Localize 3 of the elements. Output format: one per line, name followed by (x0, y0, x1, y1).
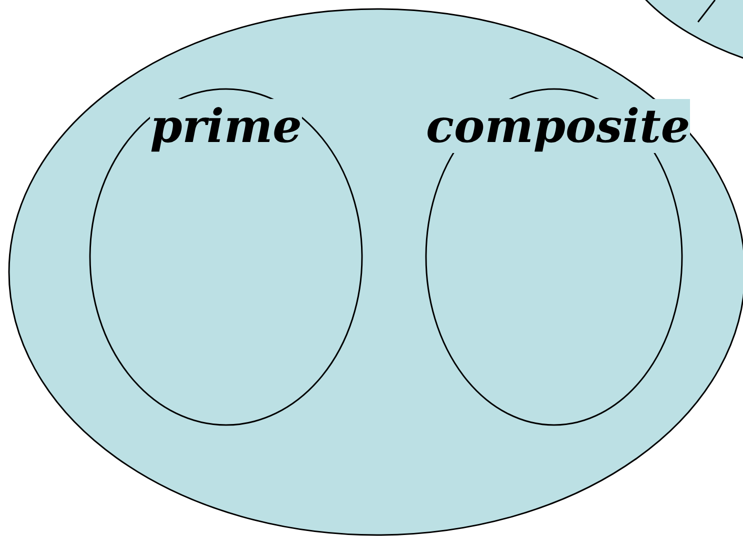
set-label: prime (150, 99, 302, 153)
set-ellipse (89, 88, 363, 426)
set-label: composite (426, 99, 690, 153)
